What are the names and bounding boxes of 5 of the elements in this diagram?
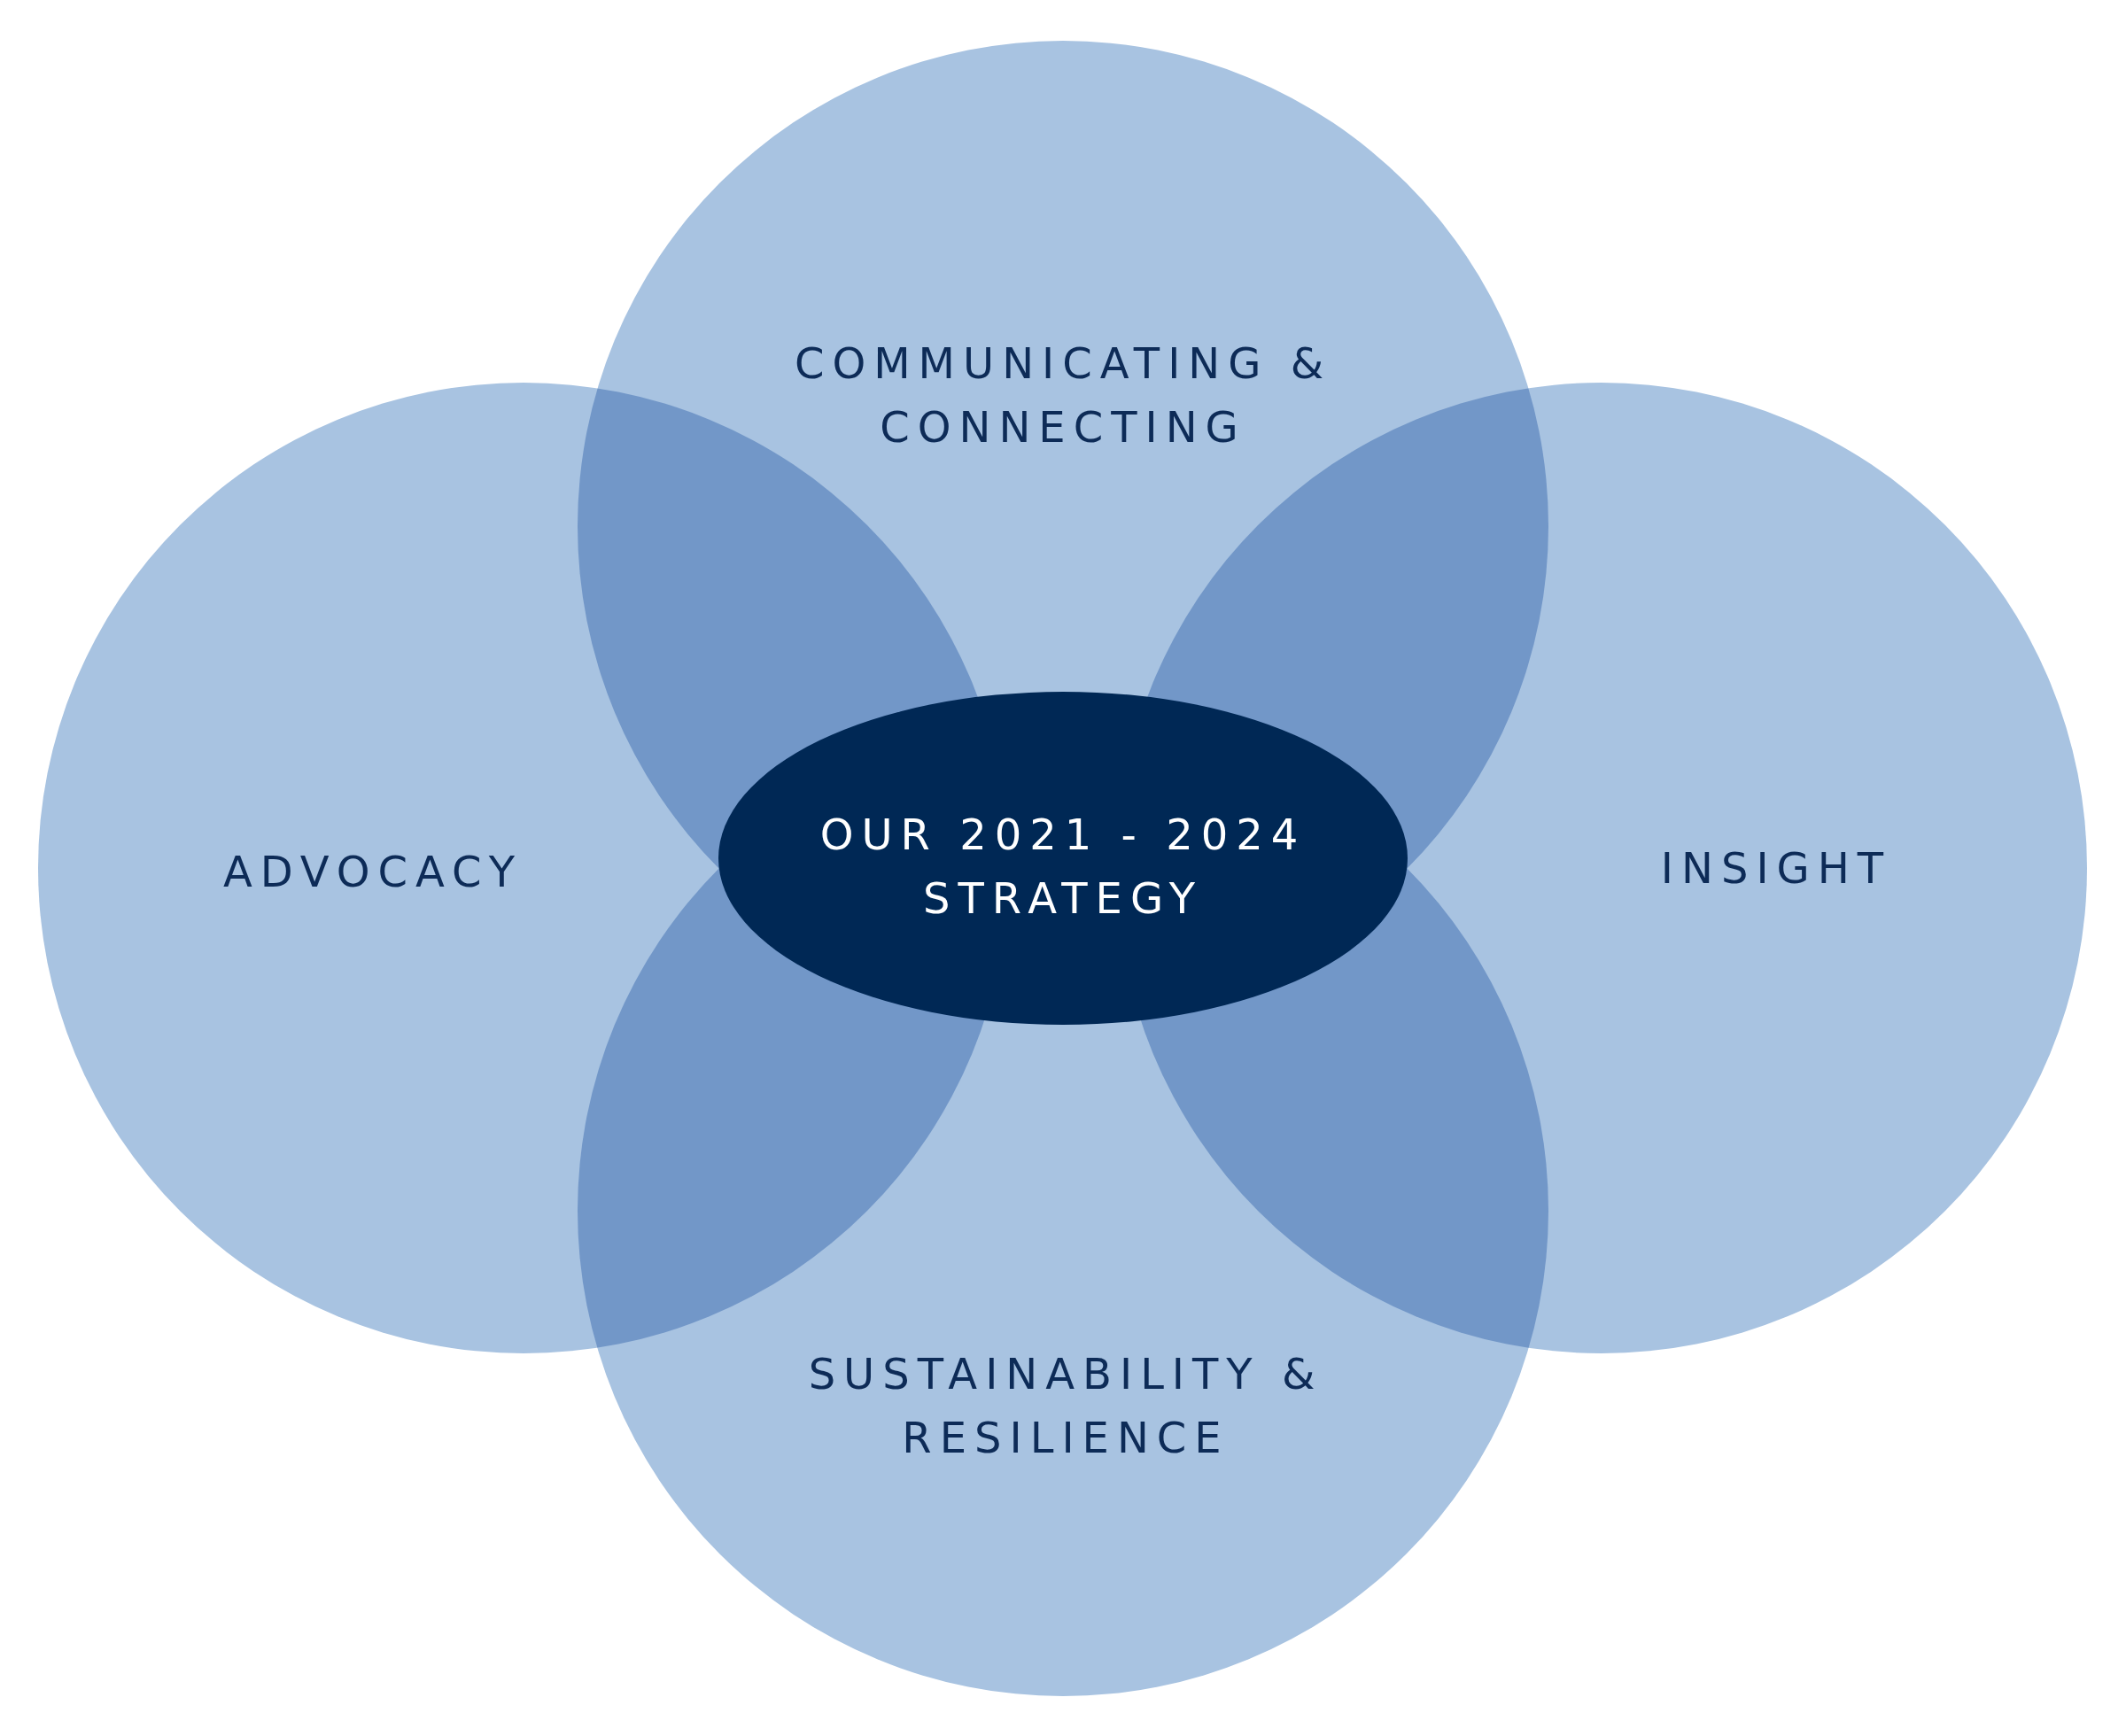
focus-area-label: COMMUNICATING & CONNECTING [793, 337, 1333, 453]
focus-area-label: INSIGHT [1659, 842, 1893, 895]
focus-area-label: SUSTAINABILITY & RESILIENCE [807, 1348, 1324, 1464]
center-title: OUR 2021 - 2024 STRATEGY [819, 809, 1307, 925]
focus-area-label: ADVOCACY [221, 846, 524, 898]
